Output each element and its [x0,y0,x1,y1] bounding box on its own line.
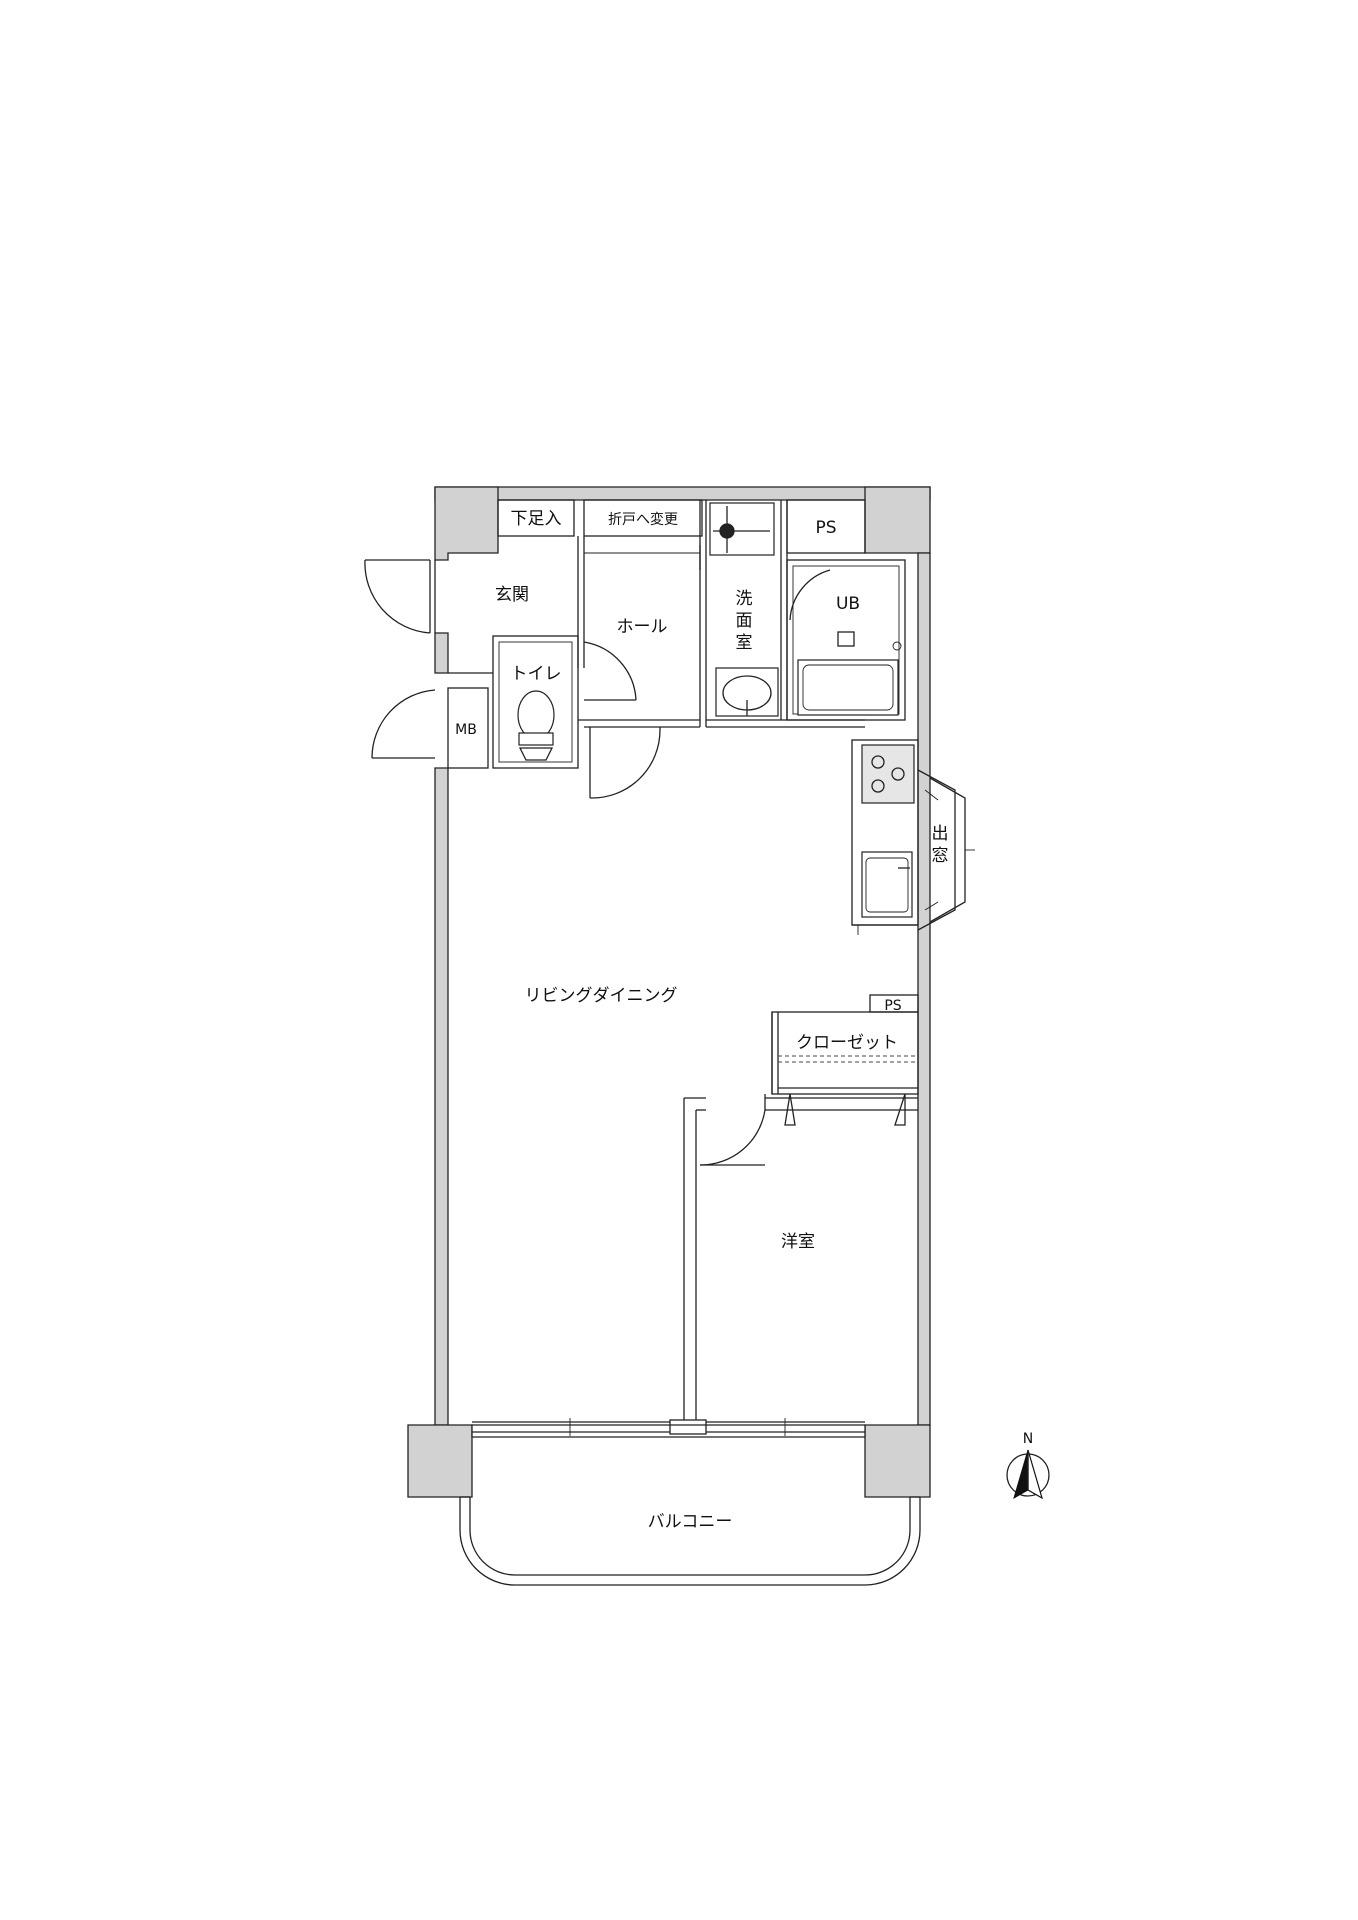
label-closet: クローゼット [796,1033,898,1053]
label-western-room: 洋室 [781,1232,815,1252]
fixtures [517,502,915,918]
label-folding-door-note: 折戸へ変更 [608,511,678,528]
label-shoe-storage: 下足入 [511,509,562,529]
label-bay-window-1: 出 [932,824,949,844]
label-ps-top: PS [815,518,836,538]
north-arrow: N [1006,1431,1050,1500]
label-meter-box: MB [455,722,477,738]
label-hall: ホール [617,617,668,637]
label-washroom-1: 洗 [736,589,753,609]
balcony-rail [459,1496,921,1586]
interior-walls [447,499,919,1420]
label-toilet: トイレ [511,664,562,684]
room-labels: 下足入 折戸へ変更 PS 玄関 ホール 洗 面 室 UB トイレ MB 出 窓 … [455,509,948,1532]
label-living-dining: リビングダイニング [525,986,678,1006]
doors [364,545,906,1166]
label-unit-bath: UB [836,594,860,614]
label-washroom-2: 面 [736,611,753,631]
bay-window [917,769,975,931]
north-label: N [1023,1431,1033,1447]
label-entrance: 玄関 [495,585,529,605]
label-balcony: バルコニー [648,1512,733,1532]
label-washroom-3: 室 [736,633,753,653]
balcony-windows [472,1418,865,1436]
label-ps-mid: PS [884,998,901,1014]
label-bay-window-2: 窓 [932,846,949,866]
